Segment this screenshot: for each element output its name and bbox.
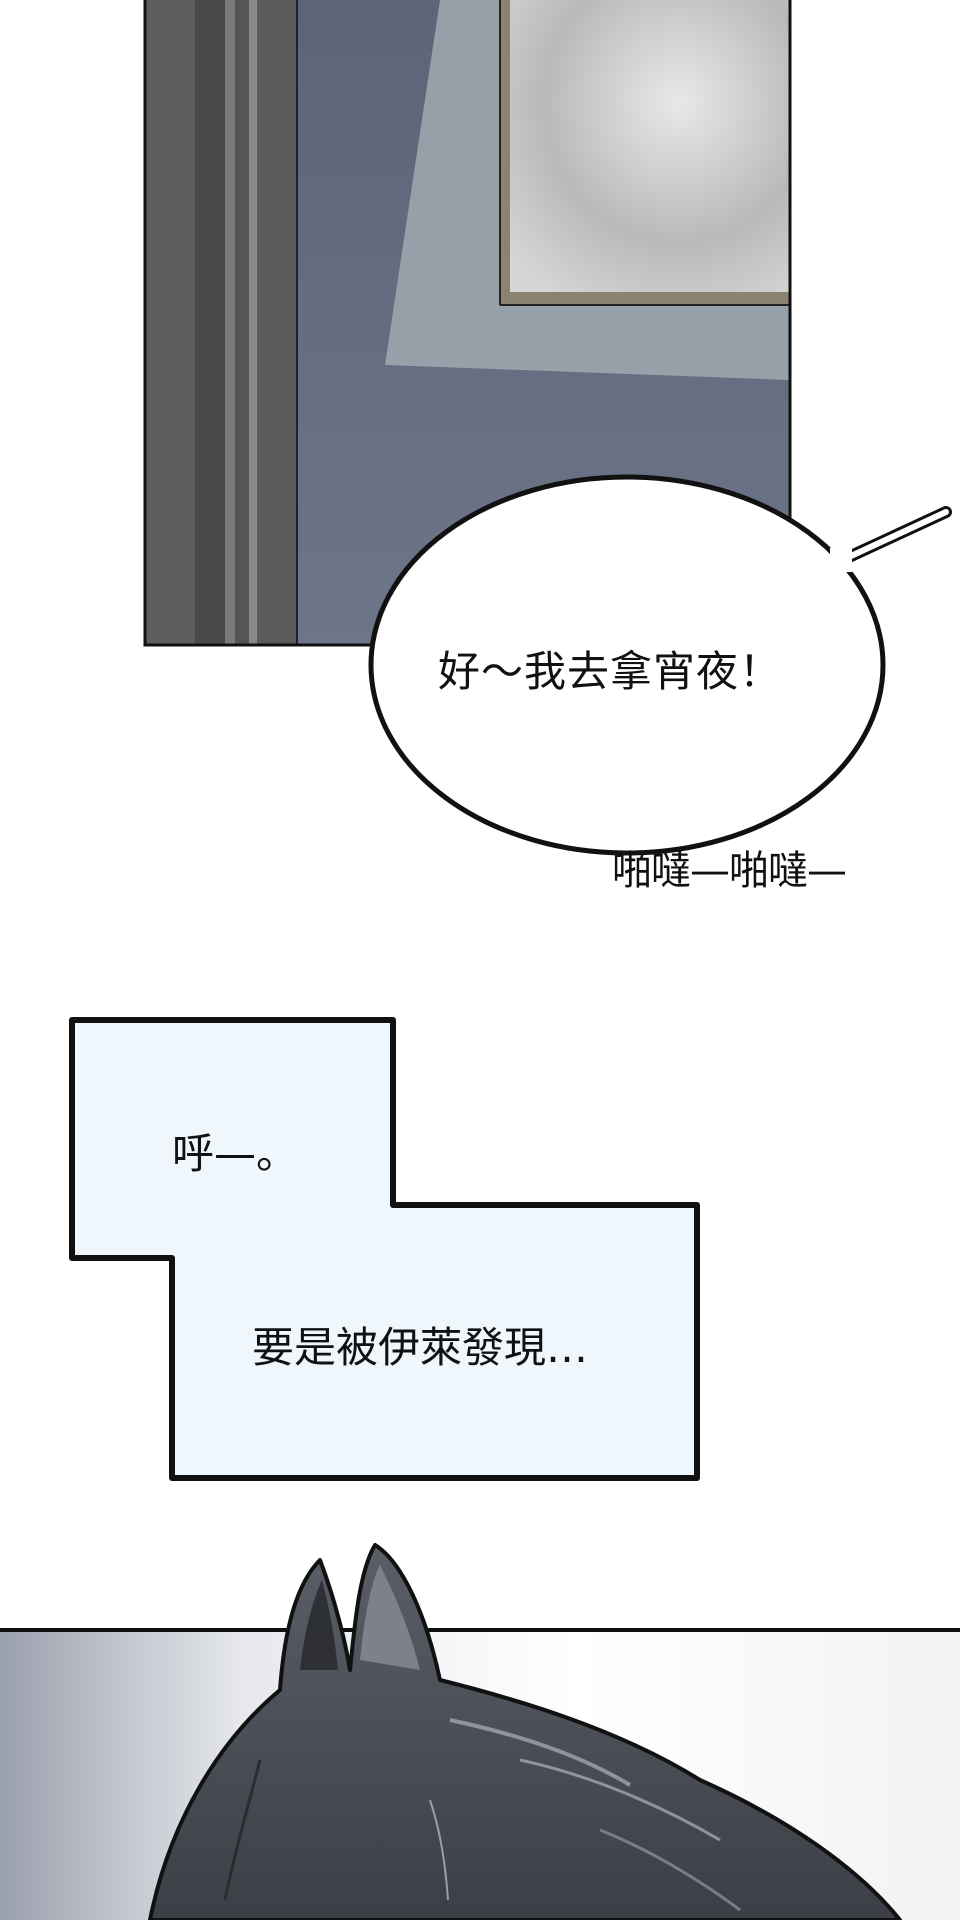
speech-bubble	[368, 474, 952, 856]
caption-box	[69, 1017, 700, 1481]
caption-line-1: 呼—。	[172, 1129, 299, 1178]
wolf-scene	[0, 1543, 960, 1920]
sound-effect-footsteps: 啪噠—啪噠—	[612, 848, 847, 894]
caption-line-2: 要是被伊萊發現…	[252, 1323, 589, 1372]
speech-bubble-text: 好～我去拿宵夜！	[437, 647, 782, 696]
door-scene	[143, 0, 792, 647]
